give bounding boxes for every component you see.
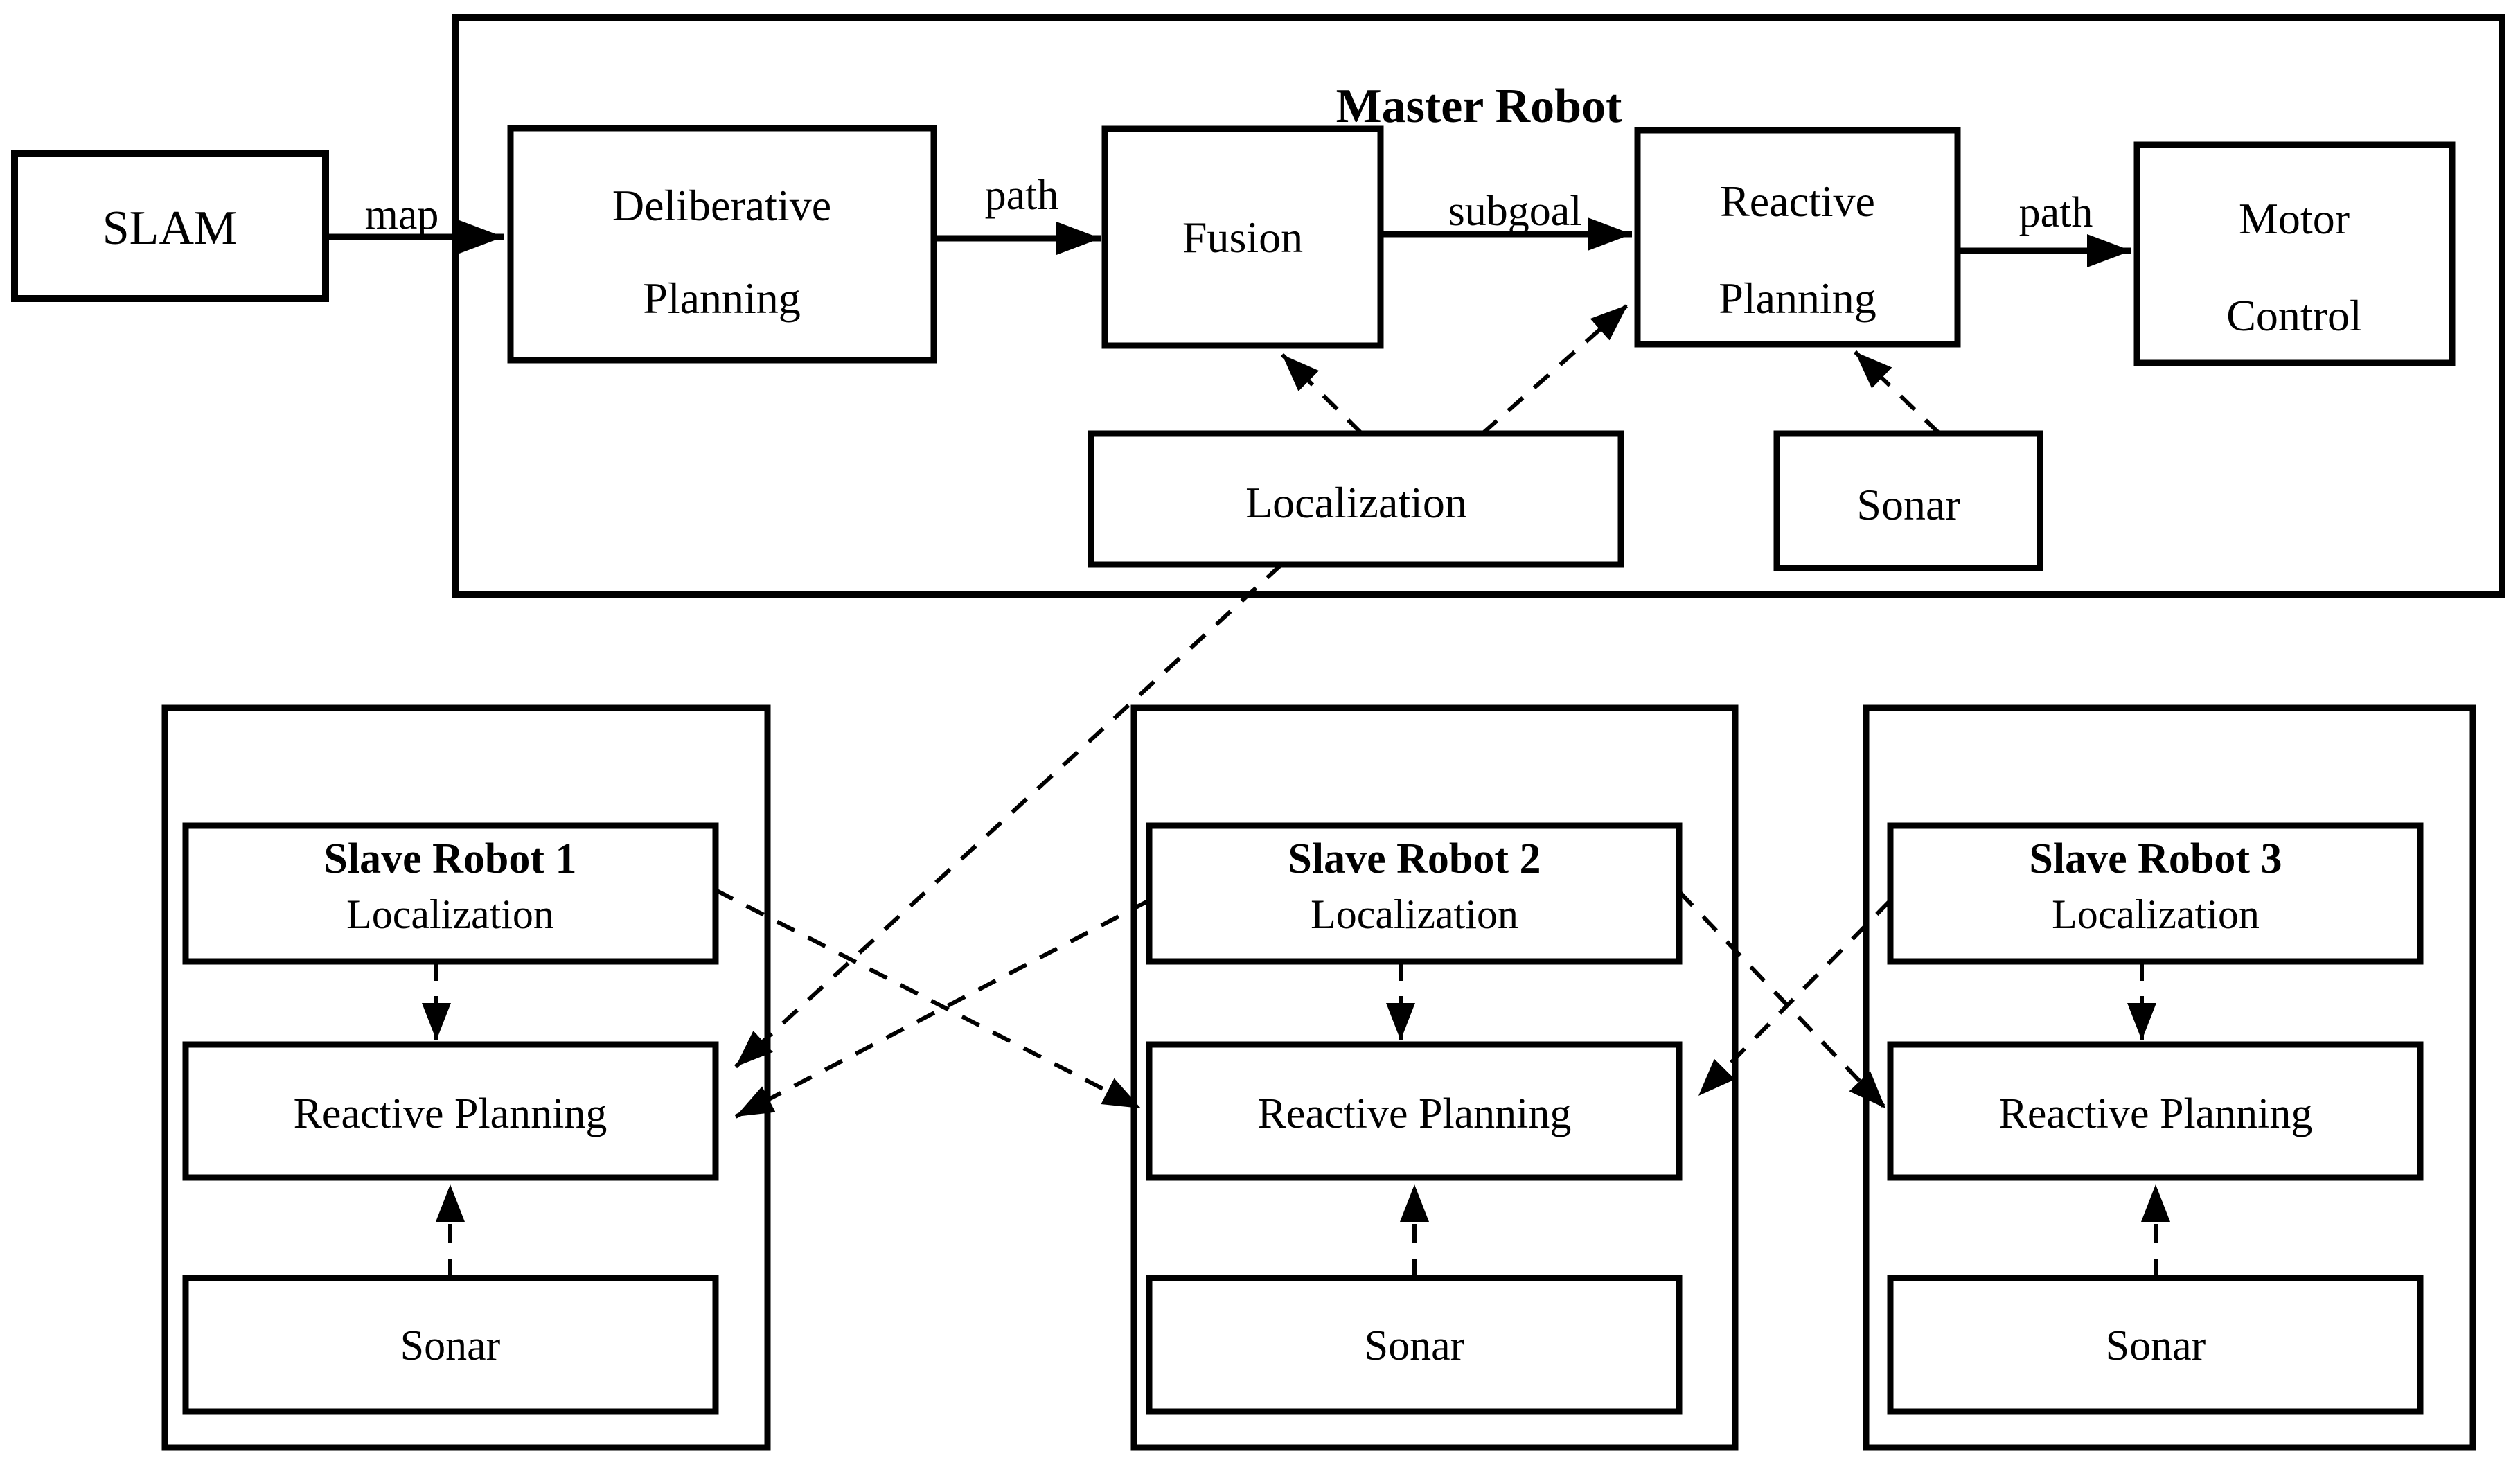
- edge-label-path2: path: [2019, 189, 2093, 236]
- slave3-localization-box: [1887, 822, 2424, 965]
- slave3-sonar-label: Sonar: [2106, 1322, 2206, 1369]
- master-reactive-planning-box: [1634, 127, 1961, 348]
- slave1-sonar-box: [182, 1275, 719, 1415]
- master-localization-box: [1088, 430, 1624, 568]
- edge-label-subgoal: subgoal: [1448, 188, 1582, 235]
- slave2-reactive-planning-box: [1146, 1041, 1683, 1181]
- slave3-localization-label: Localization: [2052, 891, 2260, 937]
- dashed-arrow-slave1loc-to-slave2rp: [714, 888, 1142, 1110]
- fusion-box: [1101, 125, 1384, 349]
- motor-label-line1: Motor: [2239, 194, 2350, 243]
- slave2-localization-label: Localization: [1311, 891, 1518, 937]
- slave3-sonar-box: [1887, 1275, 2424, 1415]
- master-sonar-label: Sonar: [1856, 480, 1960, 529]
- slave3-reactive-planning-box: [1887, 1041, 2424, 1181]
- edge-label-path1: path: [985, 172, 1059, 219]
- slave1-reactive-label: Reactive Planning: [294, 1090, 607, 1137]
- motor-label-line2: Control: [2226, 291, 2362, 340]
- slave2-sonar-box: [1146, 1275, 1683, 1415]
- slave1-localization-label: Localization: [346, 891, 554, 937]
- master-reactive-label-line2: Planning: [1719, 274, 1876, 323]
- slave1-sonar-label: Sonar: [400, 1322, 501, 1369]
- slave1-localization-box: [182, 822, 719, 965]
- edge-label-map: map: [365, 191, 439, 238]
- slave2-title: Slave Robot 2: [1288, 835, 1541, 882]
- slave1-reactive-planning-box: [182, 1041, 719, 1181]
- slam-label: SLAM: [103, 202, 237, 255]
- dashed-arrow-slave2loc-to-slave3rp: [1677, 889, 1888, 1110]
- master-robot-title: Master Robot: [1336, 80, 1622, 133]
- slam-box: [11, 150, 329, 302]
- deliberative-planning-box: [507, 125, 937, 364]
- fusion-label: Fusion: [1182, 213, 1303, 262]
- slave1-title: Slave Robot 1: [323, 835, 576, 882]
- dashed-arrow-slave2loc-to-slave1rp: [734, 898, 1151, 1119]
- master-localization-label: Localization: [1245, 478, 1467, 527]
- dashed-arrow-slave3loc-to-slave2rp: [1696, 898, 1892, 1098]
- slave2-localization-box: [1146, 822, 1683, 965]
- master-sonar-box: [1773, 430, 2043, 571]
- dashed-arrow-masterloc-to-fusion: [1280, 353, 1364, 436]
- motor-control-box: [2133, 141, 2456, 366]
- deliberative-label-line1: Deliberative: [612, 181, 831, 230]
- slave2-reactive-label: Reactive Planning: [1258, 1090, 1572, 1137]
- master-reactive-label-line1: Reactive: [1720, 177, 1875, 226]
- deliberative-label-line2: Planning: [643, 274, 801, 323]
- slave3-reactive-label: Reactive Planning: [1999, 1090, 2313, 1137]
- slave3-title: Slave Robot 3: [2029, 835, 2282, 882]
- slave2-sonar-label: Sonar: [1365, 1322, 1465, 1369]
